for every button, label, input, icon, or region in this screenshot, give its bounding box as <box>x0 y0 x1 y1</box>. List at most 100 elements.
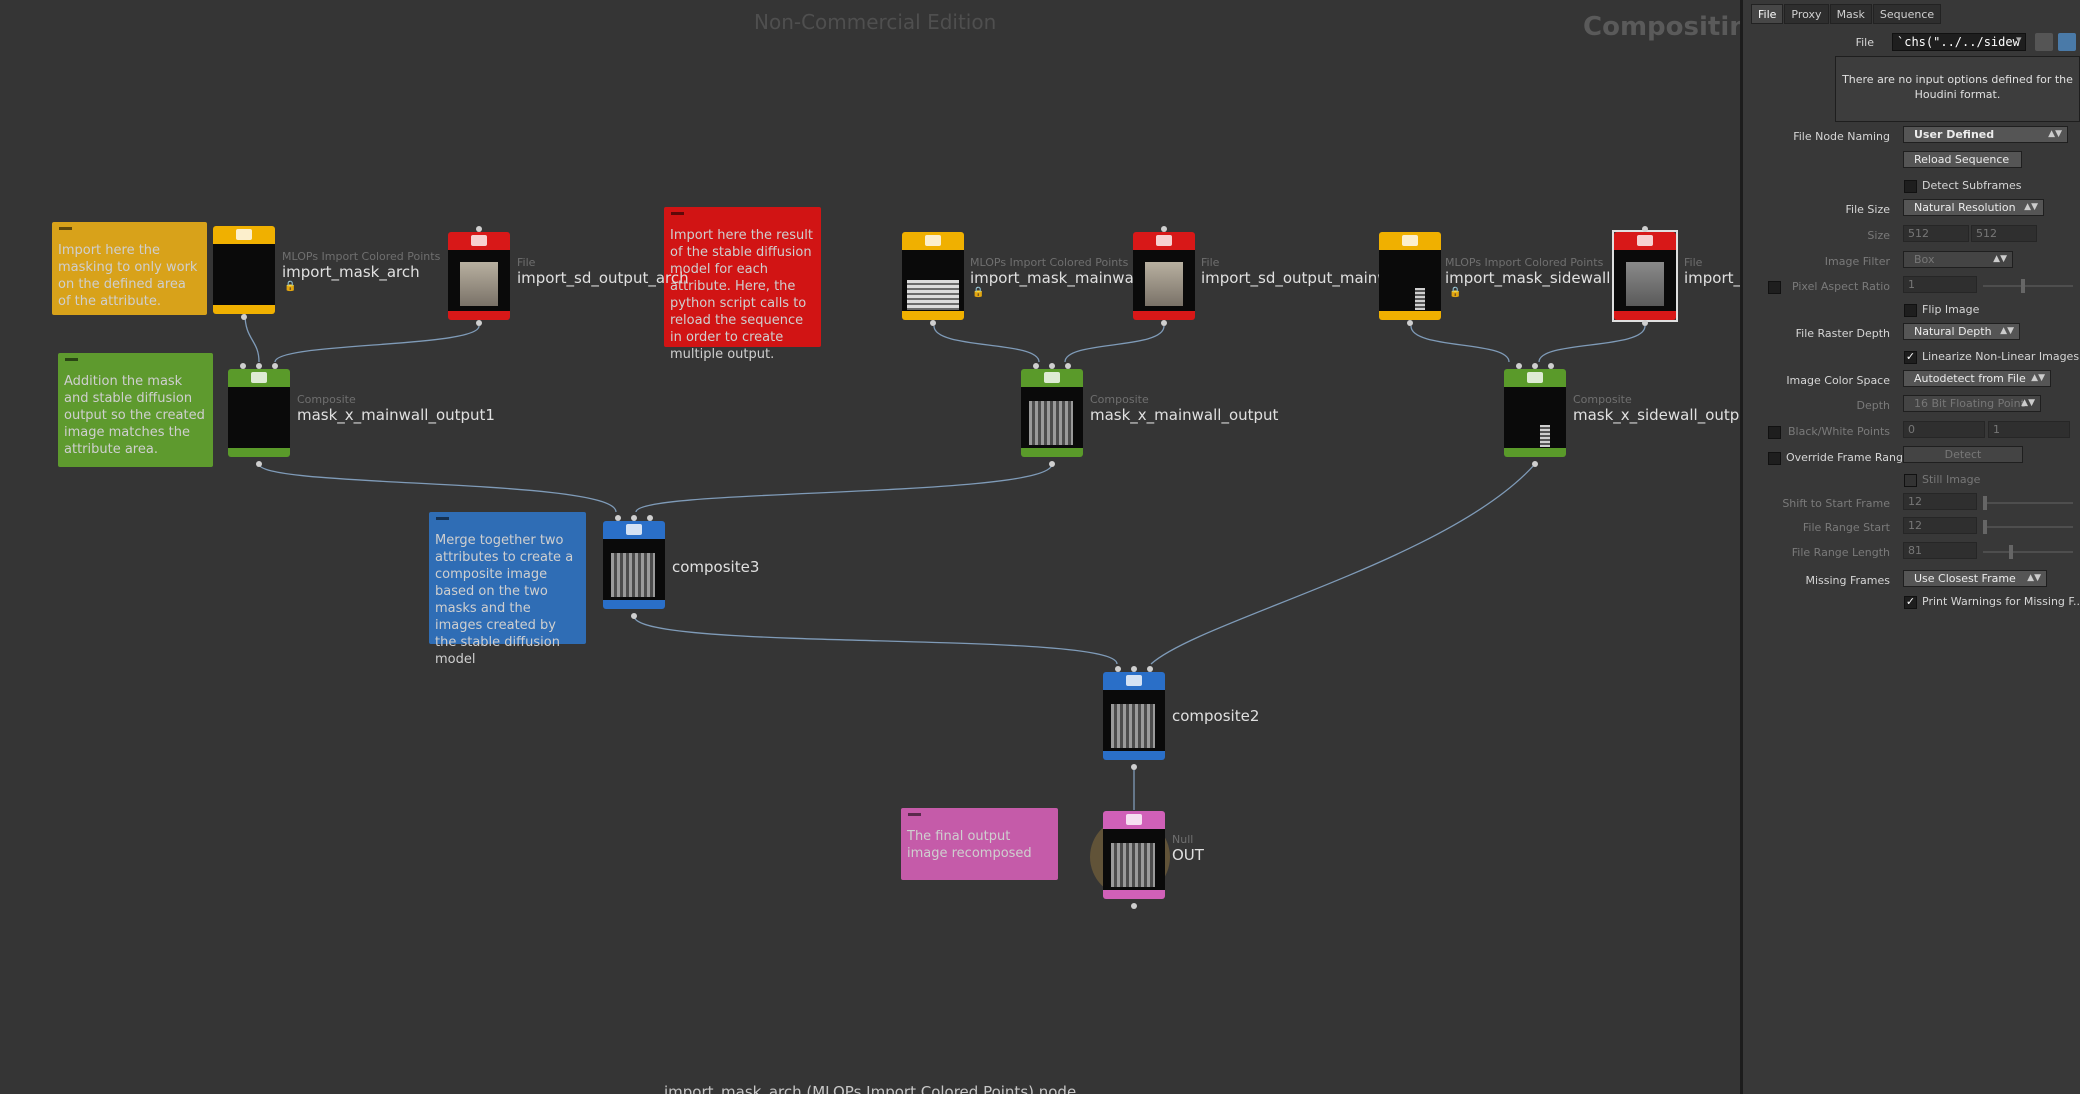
file-browser-icon[interactable] <box>2035 33 2053 51</box>
shift-start-field[interactable]: 12 <box>1903 493 1977 510</box>
tab-sequence[interactable]: Sequence <box>1872 4 1942 24</box>
pixel-aspect-field[interactable]: 1 <box>1903 276 1977 293</box>
pixel-aspect-toggle[interactable] <box>1768 281 1781 294</box>
node-import-sd-output-mainwall[interactable] <box>1133 226 1195 326</box>
lock-icon[interactable]: 🔒 <box>972 287 985 298</box>
collapse-icon[interactable] <box>671 212 684 215</box>
depth-menu[interactable]: 16 Bit Floating Point▲▼ <box>1903 395 2041 412</box>
input-connector[interactable] <box>240 363 246 369</box>
input-connector[interactable] <box>272 363 278 369</box>
input-connector[interactable] <box>1065 363 1071 369</box>
lock-icon[interactable]: 🔒 <box>284 281 297 292</box>
tab-mask[interactable]: Mask <box>1829 4 1872 24</box>
bw-points-toggle[interactable] <box>1768 426 1781 439</box>
node-name-label[interactable]: import_mask_arch <box>282 263 420 281</box>
missing-frames-menu[interactable]: Use Closest Frame▲▼ <box>1903 570 2047 587</box>
input-connector[interactable] <box>1642 226 1648 232</box>
output-connector[interactable] <box>1161 320 1167 326</box>
output-connector[interactable] <box>241 314 247 320</box>
node-name-label[interactable]: import_sd <box>1684 269 1740 287</box>
network-editor[interactable]: Non-Commercial Edition Compositing Impor… <box>0 0 1740 1094</box>
black-point-field[interactable]: 0 <box>1903 421 1985 438</box>
size-y-field[interactable]: 512 <box>1971 225 2037 242</box>
chevron-down-icon[interactable]: ▾ <box>2016 33 2022 46</box>
node-name-label[interactable]: OUT <box>1172 846 1204 864</box>
override-range-checkbox[interactable] <box>1768 452 1781 465</box>
input-connector[interactable] <box>1049 363 1055 369</box>
sticky-note-output[interactable]: The final output image recomposed <box>901 808 1058 880</box>
tab-proxy[interactable]: Proxy <box>1784 4 1829 24</box>
output-connector[interactable] <box>256 461 262 467</box>
input-connector[interactable] <box>1131 666 1137 672</box>
reload-sequence-button[interactable]: Reload Sequence <box>1903 151 2022 168</box>
input-connector[interactable] <box>1147 666 1153 672</box>
print-warnings-checkbox[interactable]: ✓ <box>1904 595 1917 609</box>
input-connector[interactable] <box>631 515 637 521</box>
flip-image-checkbox[interactable] <box>1904 304 1917 317</box>
node-mask-x-mainwall-output[interactable] <box>1021 363 1083 467</box>
output-connector[interactable] <box>930 320 936 326</box>
node-import-sd-sidewall[interactable] <box>1612 226 1678 326</box>
collapse-icon[interactable] <box>59 227 72 230</box>
node-name-label[interactable]: import_mask_sidewall <box>1445 269 1611 287</box>
lock-icon[interactable]: 🔒 <box>1449 287 1462 298</box>
node-name-label[interactable]: composite3 <box>672 558 760 576</box>
input-connector[interactable] <box>647 515 653 521</box>
input-connector[interactable] <box>1516 363 1522 369</box>
output-connector[interactable] <box>631 613 637 619</box>
shift-start-slider[interactable] <box>1983 496 2073 510</box>
node-name-label[interactable]: mask_x_mainwall_output1 <box>297 406 495 424</box>
input-connector[interactable] <box>1532 363 1538 369</box>
input-connector[interactable] <box>615 515 621 521</box>
file-size-menu[interactable]: Natural Resolution▲▼ <box>1903 199 2044 216</box>
output-connector[interactable] <box>1407 320 1413 326</box>
file-node-naming-menu[interactable]: User Defined▲▼ <box>1903 126 2068 143</box>
node-name-label[interactable]: import_mask_mainwall <box>970 269 1143 287</box>
linearize-checkbox[interactable]: ✓ <box>1904 350 1917 364</box>
node-import-mask-sidewall[interactable] <box>1379 232 1441 326</box>
node-composite3[interactable] <box>603 515 665 619</box>
output-connector[interactable] <box>476 320 482 326</box>
node-mask-x-sidewall-output[interactable] <box>1504 363 1566 467</box>
file-options-icon[interactable] <box>2058 33 2076 51</box>
detect-subframes-checkbox[interactable] <box>1904 180 1917 193</box>
pixel-aspect-slider[interactable] <box>1983 279 2073 293</box>
input-connector[interactable] <box>1161 226 1167 232</box>
node-name-label[interactable]: mask_x_mainwall_output <box>1090 406 1279 424</box>
output-connector[interactable] <box>1131 764 1137 770</box>
node-import-mask-arch[interactable] <box>213 226 275 320</box>
collapse-icon[interactable] <box>436 517 449 520</box>
output-connector[interactable] <box>1049 461 1055 467</box>
node-mask-x-mainwall-output1[interactable] <box>228 363 290 467</box>
white-point-field[interactable]: 1 <box>1988 421 2070 438</box>
sticky-note-mask[interactable]: Import here the masking to only work on … <box>52 222 207 315</box>
input-connector[interactable] <box>1115 666 1121 672</box>
input-connector[interactable] <box>256 363 262 369</box>
tab-file[interactable]: File <box>1751 4 1784 24</box>
node-composite2[interactable] <box>1103 666 1165 770</box>
range-length-field[interactable]: 81 <box>1903 542 1977 559</box>
raster-depth-menu[interactable]: Natural Depth▲▼ <box>1903 323 2020 340</box>
node-out[interactable] <box>1103 811 1165 909</box>
output-connector[interactable] <box>1642 320 1648 326</box>
output-connector[interactable] <box>1131 903 1137 909</box>
detect-button[interactable]: Detect <box>1903 446 2023 463</box>
node-import-sd-output-arch[interactable] <box>448 226 510 326</box>
node-name-label[interactable]: composite2 <box>1172 707 1260 725</box>
input-connector[interactable] <box>1548 363 1554 369</box>
sticky-note-sd-import[interactable]: Import here the result of the stable dif… <box>664 207 821 362</box>
still-image-checkbox[interactable] <box>1904 474 1917 487</box>
collapse-icon[interactable] <box>65 358 78 361</box>
node-name-label[interactable]: mask_x_sidewall_output <box>1573 406 1740 424</box>
range-start-field[interactable]: 12 <box>1903 517 1977 534</box>
range-length-slider[interactable] <box>1983 545 2073 559</box>
node-name-label[interactable]: import_sd_output_arch <box>517 269 689 287</box>
input-connector[interactable] <box>1033 363 1039 369</box>
range-start-slider[interactable] <box>1983 520 2073 534</box>
sticky-note-composite[interactable]: Addition the mask and stable diffusion o… <box>58 353 213 467</box>
input-connector[interactable] <box>476 226 482 232</box>
size-x-field[interactable]: 512 <box>1903 225 1969 242</box>
node-name-label[interactable]: import_sd_output_mainwall <box>1201 269 1408 287</box>
image-filter-menu[interactable]: Box▲▼ <box>1903 251 2013 268</box>
file-path-field[interactable]: `chs("../../sidew <box>1892 33 2026 51</box>
